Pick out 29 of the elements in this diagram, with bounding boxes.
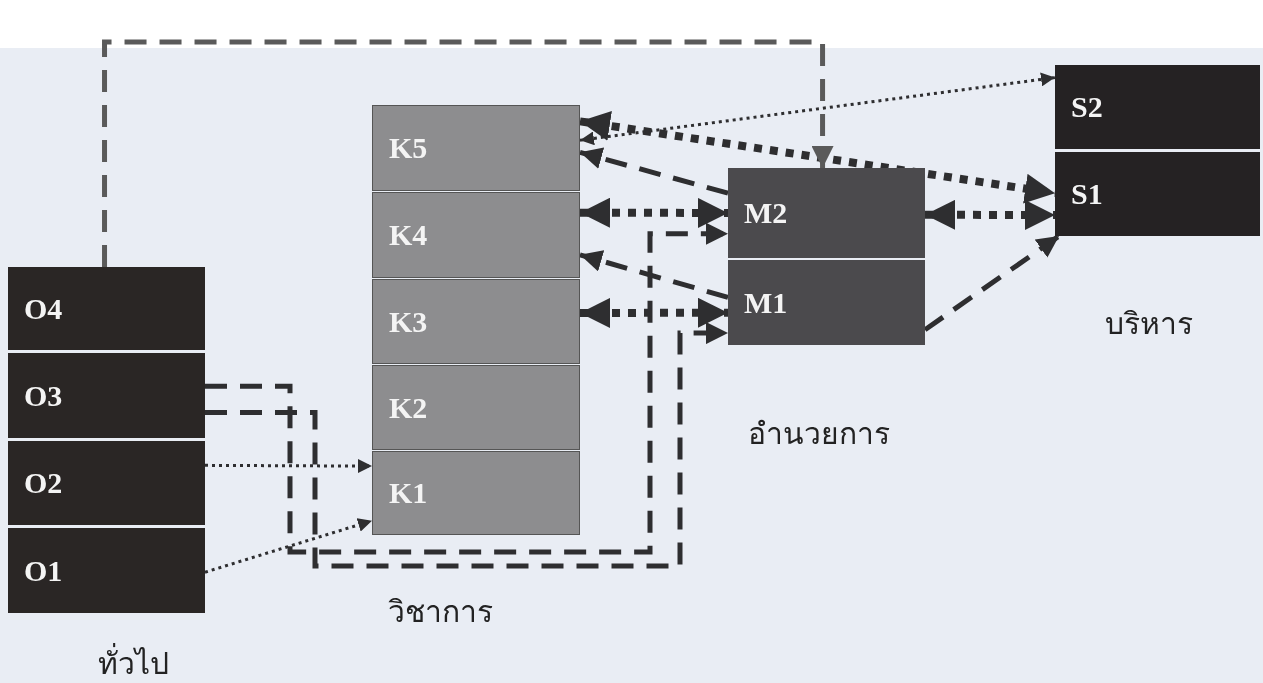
column-caption: วิชาการ	[388, 593, 493, 631]
arrow	[579, 72, 1056, 146]
arrow	[925, 199, 1055, 230]
arrow	[204, 518, 373, 574]
arrow	[205, 322, 728, 569]
arrow	[102, 39, 834, 267]
arrow	[579, 147, 729, 196]
arrow	[205, 459, 372, 474]
arrow	[580, 297, 728, 328]
arrow	[580, 197, 728, 228]
level-box: K4	[372, 192, 580, 278]
level-box: O1	[8, 528, 205, 613]
level-box: K1	[372, 451, 580, 535]
arrow	[579, 250, 729, 300]
column-caption: ทั่วไป	[98, 640, 169, 683]
level-box: O4	[8, 267, 205, 350]
arrow	[579, 111, 1056, 204]
level-box: S2	[1055, 65, 1260, 149]
level-box: K2	[372, 365, 580, 450]
level-box: M2	[728, 168, 925, 258]
column-caption: บริหาร	[1105, 305, 1193, 343]
level-box: O2	[8, 441, 205, 525]
level-box: M1	[728, 260, 925, 345]
column-caption: อำนวยการ	[748, 415, 890, 453]
level-box: O3	[8, 353, 205, 438]
arrow	[205, 222, 728, 555]
level-box: K5	[372, 105, 580, 191]
level-box: K3	[372, 279, 580, 364]
level-box: S1	[1055, 152, 1260, 236]
